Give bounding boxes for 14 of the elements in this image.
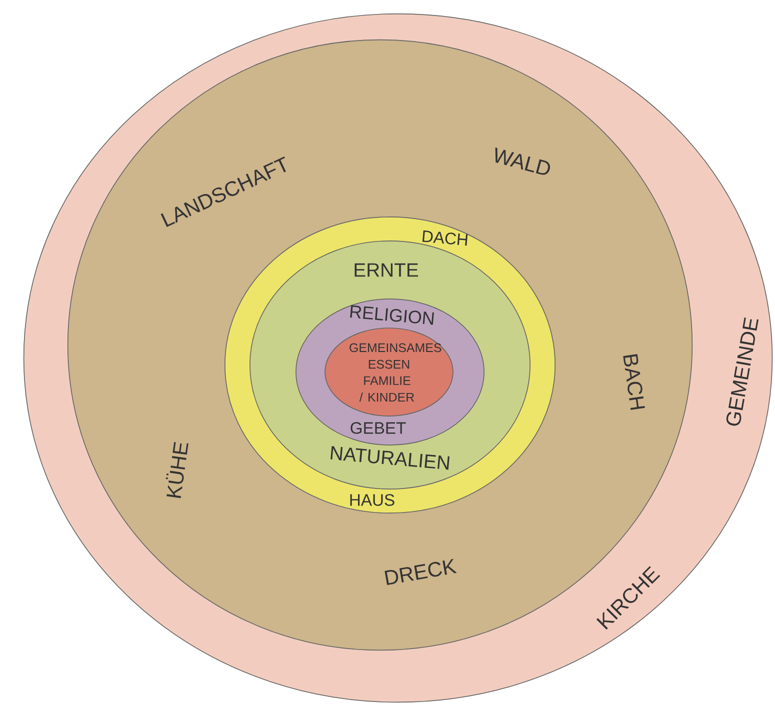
ring-label: KÜHE: [166, 442, 188, 498]
ring-label: DRECK: [384, 558, 457, 586]
ring-label: GEMEINDE: [726, 318, 759, 426]
ring-label: GEMEINSAMES ESSEN: [350, 343, 442, 369]
ring-label: NATURALIEN: [330, 446, 450, 470]
ring-label: GEBET: [350, 422, 406, 434]
ring-label: ERNTE: [354, 263, 418, 277]
ring-label: HAUS: [350, 494, 394, 506]
ring-label: FAMILIE / KINDER: [359, 376, 414, 402]
ring-label: BACH: [623, 354, 645, 410]
ring-label: DACH: [422, 230, 468, 246]
ring: [324, 328, 454, 416]
ring-label: RELIGION: [350, 305, 434, 325]
ring-label: WALD: [495, 147, 550, 175]
